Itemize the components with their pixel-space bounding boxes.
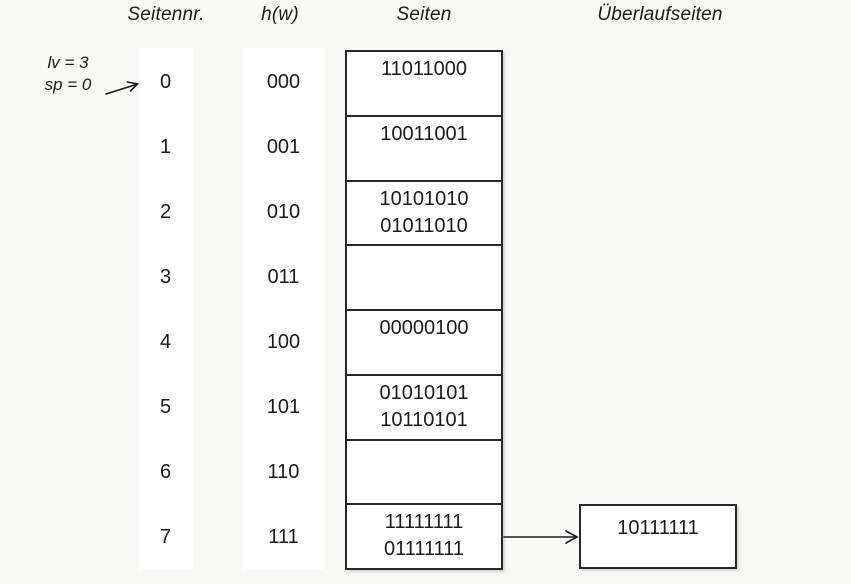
page-number-3: 3 <box>159 266 172 288</box>
page-entry: 10110101 <box>380 408 468 431</box>
page-cell-2: 10101010 01011010 <box>347 182 501 247</box>
page-cell-0: 11011000 <box>347 52 501 117</box>
overflow-page-box: 10111111 <box>579 504 737 569</box>
page-entry: 01011010 <box>380 214 468 237</box>
hash-value-5: 101 <box>266 396 301 418</box>
level-splitpointer-annotation: lv = 3 sp = 0 <box>34 52 102 96</box>
page-number-6: 6 <box>159 461 172 483</box>
page-cell-4: 00000100 <box>347 311 501 376</box>
page-cell-1: 10011001 <box>347 117 501 182</box>
overflow-chain-arrow <box>503 530 579 544</box>
page-cell-7: 11111111 01111111 <box>347 505 501 568</box>
page-cell-5: 01010101 10110101 <box>347 376 501 441</box>
page-number-4: 4 <box>159 331 172 353</box>
page-entry: 00000100 <box>379 317 469 339</box>
page-number-2: 2 <box>159 201 172 223</box>
split-pointer-arrow <box>105 81 140 95</box>
page-number-column-strip <box>138 48 193 570</box>
split-pointer-value: sp = 0 <box>44 75 92 94</box>
page-entry: 10101010 <box>379 187 469 210</box>
page-cell-6 <box>347 441 501 506</box>
page-entry: 01111111 <box>383 538 465 561</box>
hash-value-4: 100 <box>266 331 301 353</box>
level-value: lv = 3 <box>47 53 89 72</box>
overflow-page-entry: 10111111 <box>617 517 699 539</box>
hash-value-2: 010 <box>266 201 301 223</box>
page-number-0: 0 <box>159 71 172 93</box>
hash-value-column-strip <box>242 48 325 570</box>
hash-value-3: 011 <box>267 266 300 288</box>
column-header-seitennr: Seitennr. <box>127 4 205 25</box>
primary-pages-table: 11011000 10011001 10101010 01011010 0000… <box>345 50 503 570</box>
hash-value-0: 000 <box>266 71 301 93</box>
hash-value-7: 111 <box>268 526 299 548</box>
hash-value-6: 110 <box>267 461 300 483</box>
column-header-hash-function: h(w) <box>261 4 299 25</box>
page-cell-3 <box>347 246 501 311</box>
hash-value-1: 001 <box>266 136 301 158</box>
page-number-1: 1 <box>159 136 172 158</box>
page-entry: 11011000 <box>380 58 467 80</box>
column-header-seiten: Seiten <box>396 4 452 25</box>
column-header-ueberlaufseiten: Überlaufseiten <box>597 4 723 25</box>
page-number-7: 7 <box>159 526 172 548</box>
page-entry: 11111111 <box>384 511 464 534</box>
page-entry: 01010101 <box>379 381 469 404</box>
page-number-5: 5 <box>159 396 172 418</box>
page-entry: 10011001 <box>380 122 468 145</box>
